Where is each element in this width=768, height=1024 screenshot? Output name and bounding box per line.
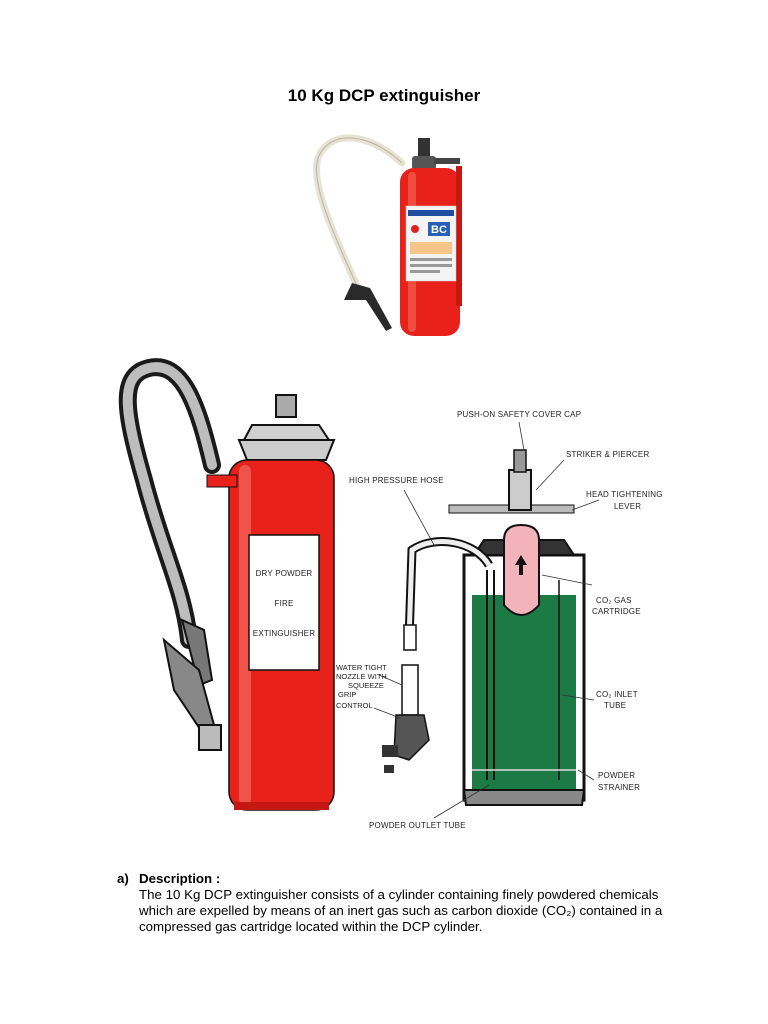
hose-illustration — [118, 358, 222, 751]
label-co2-inlet-1: CO₂ INLET — [596, 690, 638, 699]
label-outlet: POWDER OUTLET TUBE — [369, 821, 466, 830]
description-text: The 10 Kg DCP extinguisher consists of a… — [139, 887, 663, 934]
label-nozzle-1: WATER TIGHT — [336, 663, 387, 672]
label-safety-cap: PUSH-ON SAFETY COVER CAP — [457, 410, 581, 419]
label-co2-cartridge-2: CARTRIDGE — [592, 607, 641, 616]
description-number: a) — [117, 871, 129, 886]
cylinder-label-line3: EXTINGUISHER — [253, 629, 315, 638]
cylinder-illustration: DRY POWDER FIRE EXTINGUISHER — [206, 394, 336, 811]
label-control: CONTROL — [336, 701, 373, 710]
description-title: Description : — [139, 871, 221, 886]
page-title: 10 Kg DCP extinguisher — [287, 86, 481, 105]
label-class-letters: BC — [431, 224, 447, 236]
extinguisher-diagram: DRY POWDER FIRE EXTINGUISHER — [118, 358, 663, 830]
label-hose: HIGH PRESSURE HOSE — [349, 476, 444, 485]
description-section: a) Description : The 10 Kg DCP extinguis… — [117, 871, 677, 935]
label-head-lever-2: LEVER — [614, 502, 641, 511]
label-striker: STRIKER & PIERCER — [566, 450, 649, 459]
label-strainer-2: STRAINER — [598, 783, 640, 792]
label-co2-inlet-2: TUBE — [604, 701, 626, 710]
label-nozzle-3: SQUEEZE — [348, 681, 384, 690]
label-nozzle-4: GRIP — [338, 690, 356, 699]
extinguisher-photo: BC — [313, 134, 462, 336]
cutaway-illustration — [382, 449, 586, 806]
cylinder-label-line2: FIRE — [274, 599, 293, 608]
cylinder-label-line1: DRY POWDER — [256, 569, 313, 578]
label-strainer-1: POWDER — [598, 771, 635, 780]
label-nozzle-2: NOZZLE WITH — [336, 672, 387, 681]
description-heading: a) Description : — [117, 871, 677, 887]
label-co2-cartridge-1: CO₂ GAS — [596, 596, 632, 605]
label-head-lever-1: HEAD TIGHTENING — [586, 490, 663, 499]
